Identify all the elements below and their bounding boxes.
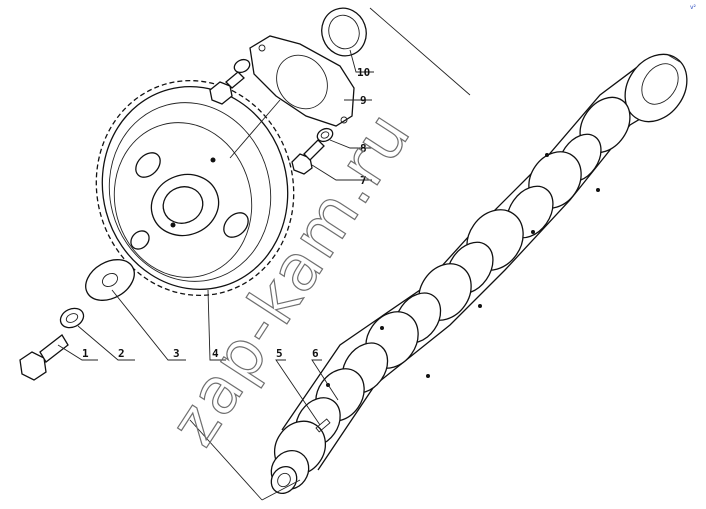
callout-8: 8 [360, 142, 367, 155]
leader-lines [57, 7, 471, 501]
gasket-part-9 [249, 35, 355, 127]
callout-1: 1 [82, 347, 89, 360]
camshaft [270, 53, 688, 495]
washer-part-8 [316, 127, 334, 143]
corner-mark: v² [690, 4, 697, 11]
bolt-part-7 [291, 139, 325, 175]
callout-9: 9 [360, 94, 367, 107]
seal-ring-part-10 [321, 7, 367, 57]
callout-2: 2 [118, 347, 125, 360]
upper-bolt [209, 58, 251, 105]
callout-6: 6 [312, 347, 319, 360]
bolt-part-1 [19, 334, 69, 381]
callout-5: 5 [276, 347, 283, 360]
callout-3: 3 [173, 347, 180, 360]
camshaft-gear [95, 79, 295, 297]
washer-part-2 [59, 307, 85, 329]
callout-7: 7 [360, 174, 367, 187]
callout-4: 4 [212, 347, 219, 360]
callout-labels: 1 2 3 4 5 6 7 8 9 10 [82, 66, 370, 360]
thrust-washer-part-3 [85, 259, 135, 301]
callout-10: 10 [357, 66, 370, 79]
